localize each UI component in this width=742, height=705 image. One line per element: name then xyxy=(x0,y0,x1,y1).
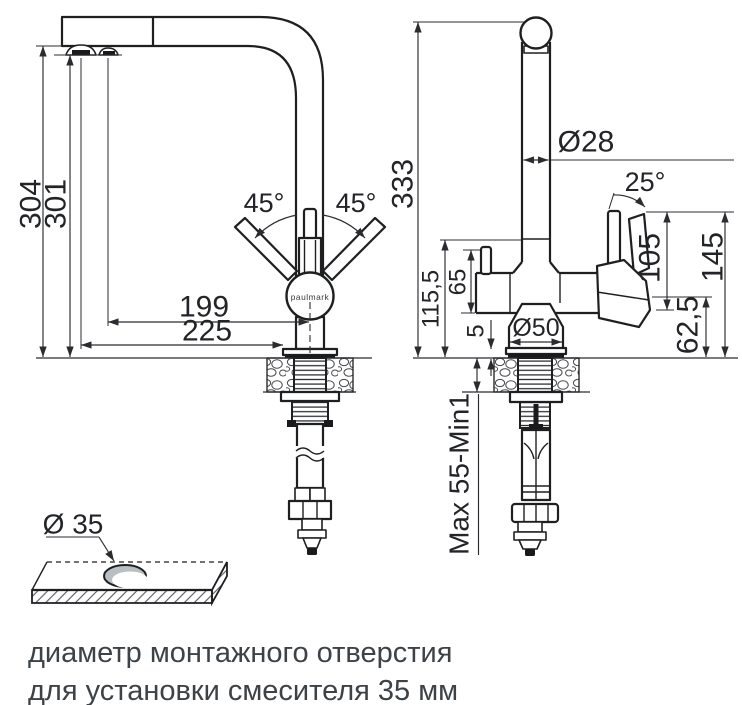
mounting-washer-front xyxy=(508,390,564,404)
dim-gasket-5: 5 xyxy=(463,324,490,337)
dim-reach-225: 225 xyxy=(182,315,232,348)
dim-height-304: 304 xyxy=(15,179,48,229)
countertop-right xyxy=(325,357,354,393)
mixer-lever-up xyxy=(606,209,622,268)
caption-line-2: для установки смесителя 35 мм xyxy=(28,675,458,705)
dim-height-62-5: 62,5 xyxy=(672,296,705,354)
dim-angle-45-left: 45° xyxy=(244,188,285,218)
dim-hole-diameter-35: Ø 35 xyxy=(43,509,104,540)
mounting-washer xyxy=(279,390,341,403)
dim-height-65: 65 xyxy=(445,269,472,296)
hose-nuts xyxy=(510,502,560,524)
spout-outline xyxy=(60,15,325,278)
hose-nut xyxy=(287,499,333,521)
mounting-thread xyxy=(293,357,327,393)
dim-reach-199: 199 xyxy=(179,291,229,324)
cartridge-housing xyxy=(595,258,652,329)
dim-height-301: 301 xyxy=(40,179,73,229)
countertop-left xyxy=(266,357,295,393)
tilt-arc xyxy=(612,194,646,208)
dim-height-105: 105 xyxy=(634,233,667,283)
dim-angle-45-right: 45° xyxy=(336,188,377,218)
handle-ghost-right xyxy=(321,216,387,282)
dim-height-145: 145 xyxy=(697,232,730,282)
filter-lever xyxy=(479,245,493,276)
dim-height-333: 333 xyxy=(387,159,420,209)
plate-front-face xyxy=(31,589,213,604)
swing-arc-left xyxy=(254,214,298,239)
brand-logo: paulmark xyxy=(291,292,330,302)
side-view: paulmark 30 xyxy=(15,15,387,555)
caption-line-1: диаметр монтажного отверстия xyxy=(28,637,452,669)
mixer-lever-tilted xyxy=(627,212,651,277)
handle-ghost-left xyxy=(233,216,299,282)
caption: диаметр монтажного отверстия для установ… xyxy=(28,637,458,705)
base-flange-front xyxy=(504,346,568,356)
swing-arc-right xyxy=(322,214,366,239)
dim-angle-25: 25° xyxy=(625,167,666,197)
countertop-front-right xyxy=(551,357,580,393)
mounting-hole-detail: Ø 35 xyxy=(31,509,228,607)
front-view: 333 Ø28 25° 115,5 65 5 Ø50 105 145 62,5 … xyxy=(387,16,738,556)
dim-diameter-28: Ø28 xyxy=(558,126,615,159)
handle-lever xyxy=(302,207,318,243)
base-dome xyxy=(507,302,565,348)
dim-diameter-50: Ø50 xyxy=(512,314,559,342)
dim-height-115-5: 115,5 xyxy=(418,270,445,328)
countertop-front-left xyxy=(493,357,519,393)
spout-end xyxy=(519,16,553,50)
mounting-thread-front xyxy=(517,357,553,393)
handle-base xyxy=(297,236,323,277)
dim-mount-range: Max 55-Min1 xyxy=(444,393,475,555)
